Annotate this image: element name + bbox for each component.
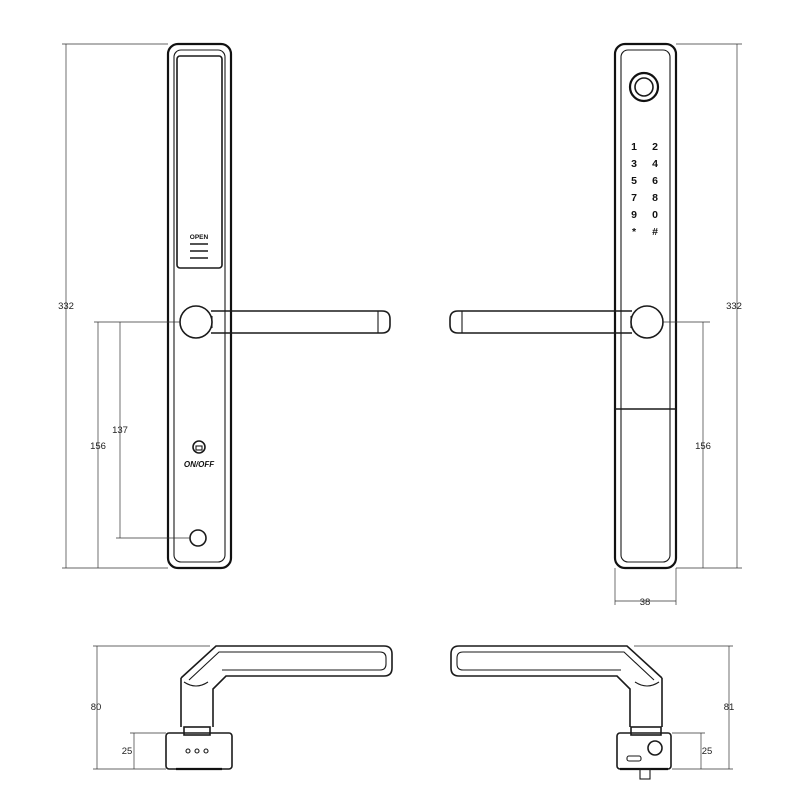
dim-side-height-left: 80: [91, 702, 102, 713]
handle-hub: [179, 305, 213, 339]
dim-base-left: 25: [122, 746, 133, 757]
lever-handle: [211, 310, 391, 334]
keypad-key: 2: [652, 141, 658, 153]
open-label: OPEN: [190, 234, 209, 241]
keypad-key: 9: [631, 209, 637, 221]
lock-icon: [192, 440, 206, 454]
dim-height-left: 332: [58, 301, 74, 312]
keypad-key: 0: [652, 209, 658, 221]
dim-width: 38: [640, 597, 651, 608]
lock-icon-shackle: [195, 445, 203, 451]
spindle-collar: [183, 726, 211, 736]
dim-base-right: 25: [702, 746, 713, 757]
lever-side-inner: [188, 651, 387, 681]
lever-side-inner: [456, 651, 655, 681]
dim-handle-bottom-right: 156: [695, 441, 711, 452]
cylinder-icon: [647, 740, 663, 756]
usb-port: [626, 755, 642, 762]
dim-handle-keyhole: 137: [112, 425, 128, 436]
keypad: 1 2 3 4 5 6 7 8 9 0 * #: [631, 141, 658, 238]
keypad-key: 1: [631, 141, 637, 153]
left-front-view: OPEN ON/OFF: [166, 42, 391, 570]
onoff-label: ON/OFF: [184, 460, 215, 469]
dim-height-right: 332: [726, 301, 742, 312]
top-panel: [176, 55, 223, 269]
keypad-key: #: [652, 226, 658, 238]
side-right-dimensions: 81 25: [634, 645, 735, 770]
keypad-key: 8: [652, 192, 658, 204]
right-front-view: 1 2 3 4 5 6 7 8 9 0 * #: [449, 42, 678, 570]
dim-handle-bottom-left: 156: [90, 441, 106, 452]
lever-side-profile: [180, 645, 393, 727]
spindle-end: [639, 768, 651, 780]
handle-hub: [630, 305, 664, 339]
left-dimensions: 332 156 137: [58, 43, 190, 569]
base-block: [616, 732, 672, 770]
dim-side-height-right: 81: [724, 702, 735, 713]
side-left-dimensions: 80 25: [91, 645, 210, 770]
fingerprint-sensor-icon: [628, 71, 660, 103]
lock-body-inner: [173, 49, 226, 563]
keypad-key: 4: [652, 158, 658, 170]
lever-side-profile: [450, 645, 663, 727]
lock-body-inner: [620, 49, 671, 563]
lock-body-outline: [166, 42, 233, 570]
side-view-left: [165, 645, 393, 771]
keypad-key: 7: [631, 192, 637, 204]
keypad-key: 5: [631, 175, 637, 187]
fingerprint-sensor-inner: [634, 77, 654, 97]
keypad-key: 6: [652, 175, 658, 187]
side-view-right: [450, 645, 672, 780]
right-dimensions: 332 156 38: [614, 43, 742, 608]
keypad-key: 3: [631, 158, 637, 170]
keyhole: [189, 529, 207, 547]
spindle-collar: [630, 726, 662, 736]
lever-handle: [449, 310, 632, 334]
lock-body-outline: [613, 42, 678, 570]
keypad-key: *: [632, 226, 637, 238]
